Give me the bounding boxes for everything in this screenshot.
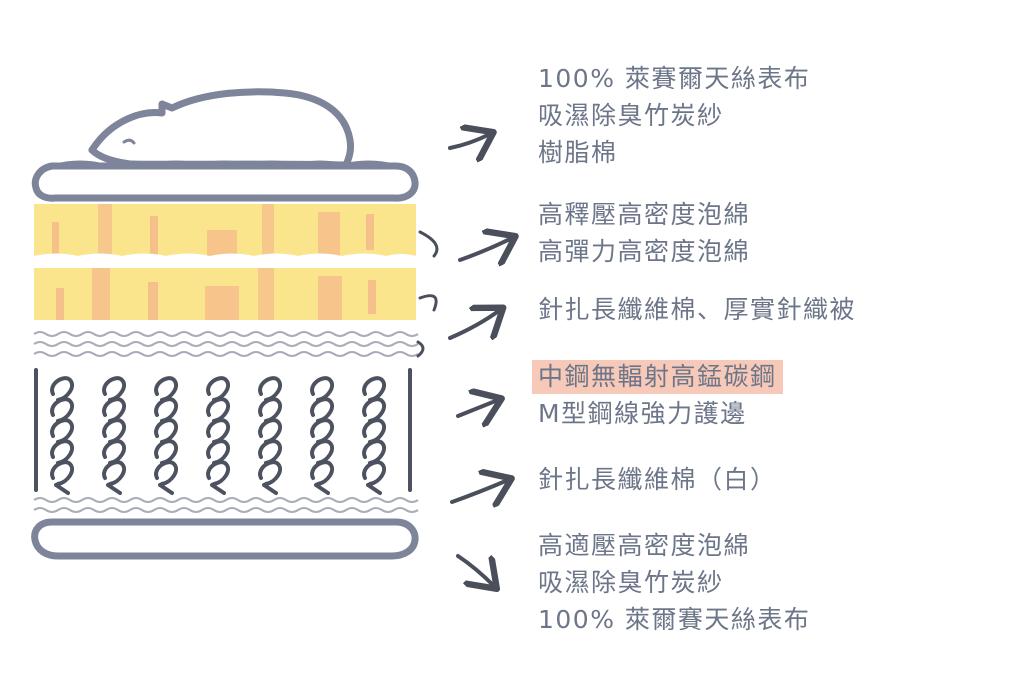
spring-coil xyxy=(258,376,283,495)
connector-curves xyxy=(416,230,439,358)
label-line: 100% 萊爾賽天絲表布 xyxy=(538,605,811,634)
label-line: 100% 萊賽爾天絲表布 xyxy=(538,64,811,93)
spring-coil xyxy=(102,376,127,495)
label-line: 高適壓高密度泡綿 xyxy=(538,531,751,560)
spring-coil xyxy=(310,376,335,495)
label-line: 吸濕除臭竹炭紗 xyxy=(538,101,724,130)
label-spring-core: 中鋼無輻射高錳碳鋼 M型鋼線強力護邊 xyxy=(532,358,783,432)
spring-coil xyxy=(362,376,387,495)
top-cover-layer xyxy=(31,162,419,202)
bear-closed-eye xyxy=(122,138,136,145)
foam-layer-upper xyxy=(34,204,416,262)
label-line: 中鋼無輻射高錳碳鋼 xyxy=(532,358,783,395)
label-line: 吸濕除臭竹炭紗 xyxy=(538,568,724,597)
label-fiber-top: 針扎長纖維棉、厚實針織被 xyxy=(538,291,856,328)
fiber-layer-top xyxy=(33,331,419,357)
label-line: 高彈力高密度泡綿 xyxy=(538,237,751,266)
label-top-cover: 100% 萊賽爾天絲表布 吸濕除臭竹炭紗 樹脂棉 xyxy=(538,60,810,171)
spring-coil xyxy=(206,376,231,495)
label-line: M型鋼線強力護邊 xyxy=(538,399,747,428)
label-fiber-bottom: 針扎長纖維棉（白） xyxy=(538,461,777,498)
label-line: 針扎長纖維棉、厚實針織被 xyxy=(538,295,857,324)
label-line: 高釋壓高密度泡綿 xyxy=(538,200,751,229)
bear-icon xyxy=(88,88,354,169)
arrow-icon xyxy=(448,134,512,586)
spring-core-layer xyxy=(34,368,412,495)
label-line: 針扎長纖維棉（白） xyxy=(538,465,777,494)
label-line: 樹脂棉 xyxy=(538,138,618,167)
highlighted-label: 中鋼無輻射高錳碳鋼 xyxy=(532,360,783,394)
bottom-cover-layer xyxy=(31,518,419,560)
foam-layer-lower xyxy=(34,262,416,320)
label-bottom-cover: 高適壓高密度泡綿 吸濕除臭竹炭紗 100% 萊爾賽天絲表布 xyxy=(538,527,810,638)
spring-coil xyxy=(50,376,75,495)
label-foam-layers: 高釋壓高密度泡綿 高彈力高密度泡綿 xyxy=(538,196,750,270)
spring-coil xyxy=(154,376,179,495)
fiber-layer-bottom xyxy=(33,497,419,513)
